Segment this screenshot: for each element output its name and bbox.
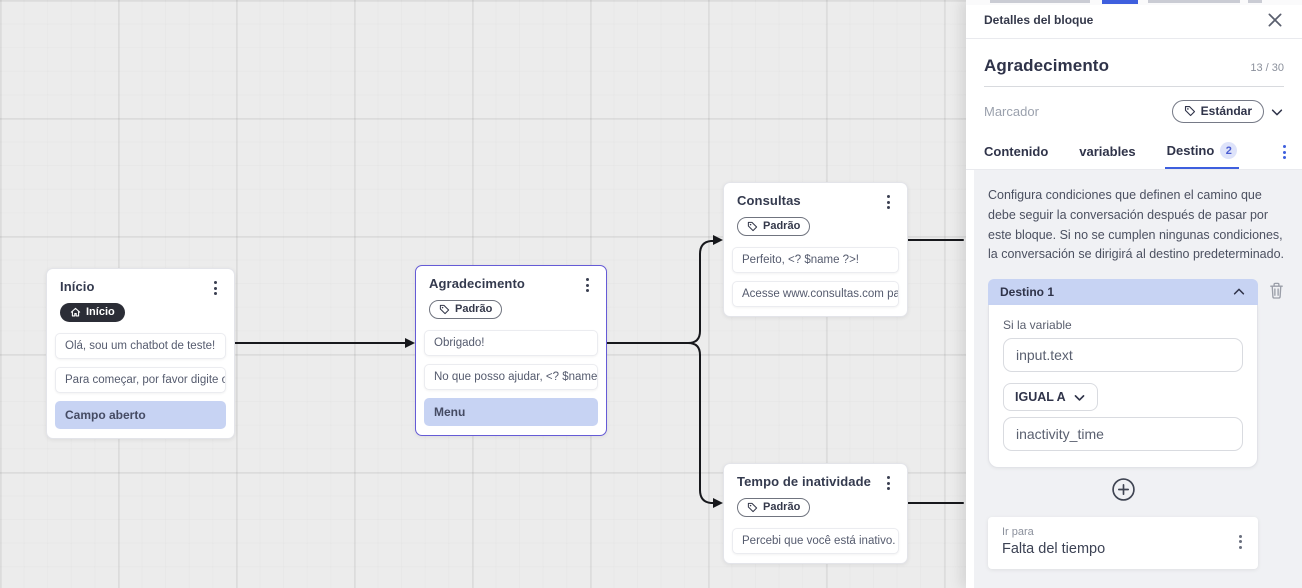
tag-icon: [1184, 105, 1195, 117]
node-menu-kebab-icon[interactable]: [883, 474, 894, 492]
message-row[interactable]: Para começar, por favor digite o ...: [55, 366, 226, 393]
node-title: Tempo de inatividade: [737, 474, 871, 489]
node-tempo-inatividade[interactable]: Tempo de inatividade Padrão Percebi que …: [723, 463, 908, 564]
chevron-down-icon: [1074, 394, 1085, 401]
padrao-badge: Padrão: [737, 498, 811, 517]
goto-value: Falta del tiempo: [1002, 541, 1106, 557]
tab-variables[interactable]: variables: [1079, 144, 1136, 159]
goto-kebab-icon[interactable]: [1235, 533, 1246, 551]
goto-row[interactable]: Ir para Falta del tiempo: [988, 517, 1258, 569]
block-details-panel: Detalles del bloque Agradecimento 13 / 3…: [966, 0, 1302, 588]
message-row[interactable]: Obrigado!: [424, 329, 598, 356]
trash-icon: [1270, 282, 1283, 299]
tab-contenido[interactable]: Contenido: [984, 144, 1049, 159]
marcador-select[interactable]: Estándar: [1171, 100, 1284, 123]
variable-field-label: Si la variable: [1003, 318, 1072, 332]
node-menu-kebab-icon[interactable]: [883, 193, 894, 211]
message-row[interactable]: Acesse www.consultas.com par...: [732, 280, 899, 307]
value-input[interactable]: [1003, 417, 1243, 451]
tab-destino[interactable]: Destino 2: [1164, 136, 1240, 169]
message-row[interactable]: No que posso ajudar, <? $name ...: [424, 363, 598, 390]
tag-icon: [439, 304, 450, 314]
top-tab-strip: [966, 0, 1302, 5]
message-row[interactable]: Perfeito, <? $name ?>!: [732, 246, 899, 273]
tag-icon: [747, 221, 758, 231]
node-consultas[interactable]: Consultas Padrão Perfeito, <? $name ?>! …: [723, 182, 908, 317]
padrao-badge: Padrão: [429, 300, 503, 319]
delete-destino-button[interactable]: [1267, 281, 1286, 303]
goto-label: Ir para: [1002, 526, 1034, 538]
estandar-pill[interactable]: Estándar: [1171, 100, 1264, 123]
node-title: Consultas: [737, 193, 801, 208]
arrowhead: [713, 498, 723, 508]
char-counter: 13 / 30: [1250, 62, 1284, 74]
edge-agradecimento-consultas: [606, 240, 714, 344]
node-inicio[interactable]: Início Início Olá, sou um chatbot de tes…: [46, 268, 235, 439]
destino-count-badge: 2: [1220, 142, 1238, 159]
arrowhead: [405, 338, 415, 348]
padrao-badge: Padrão: [737, 217, 811, 236]
message-row[interactable]: Olá, sou um chatbot de teste!: [55, 332, 226, 359]
message-row[interactable]: Percebi que você está inativo. C...: [732, 527, 899, 554]
tag-icon: [747, 502, 758, 512]
plus-circle-icon: [1111, 478, 1135, 501]
node-title: Agradecimento: [429, 276, 525, 291]
chevron-down-icon[interactable]: [1270, 105, 1284, 119]
chevron-up-icon[interactable]: [1232, 285, 1246, 299]
block-name-input[interactable]: Agradecimento 13 / 30: [984, 56, 1284, 87]
destino-1-title: Destino 1: [1000, 285, 1055, 299]
close-icon[interactable]: [1266, 11, 1284, 29]
message-row-open-field[interactable]: Campo aberto: [55, 400, 226, 429]
variable-input[interactable]: [1003, 338, 1243, 372]
arrowhead: [713, 235, 723, 245]
destino-1-card: Si la variable IGUAL A: [988, 305, 1258, 468]
destino-description: Configura condiciones que definen el cam…: [988, 188, 1284, 262]
operator-dropdown[interactable]: IGUAL A: [1003, 383, 1098, 411]
add-condition-button[interactable]: [1111, 477, 1136, 502]
edge-agradecimento-tempo: [606, 342, 714, 504]
message-row-menu[interactable]: Menu: [424, 397, 598, 426]
destino-1-header[interactable]: Destino 1: [988, 279, 1258, 305]
panel-title: Detalles del bloque: [984, 13, 1094, 27]
node-menu-kebab-icon[interactable]: [582, 276, 593, 294]
node-agradecimento[interactable]: Agradecimento Padrão Obrigado! No que po…: [415, 265, 607, 436]
node-title: Início: [60, 279, 95, 294]
destino-tab-content: Configura condiciones que definen el cam…: [966, 170, 1302, 588]
node-menu-kebab-icon[interactable]: [210, 279, 221, 297]
marcador-label: Marcador: [984, 104, 1039, 119]
inicio-badge: Início: [60, 303, 125, 322]
tabs-kebab-icon[interactable]: [1279, 143, 1290, 161]
home-icon: [70, 307, 81, 316]
block-name[interactable]: Agradecimento: [984, 56, 1110, 75]
